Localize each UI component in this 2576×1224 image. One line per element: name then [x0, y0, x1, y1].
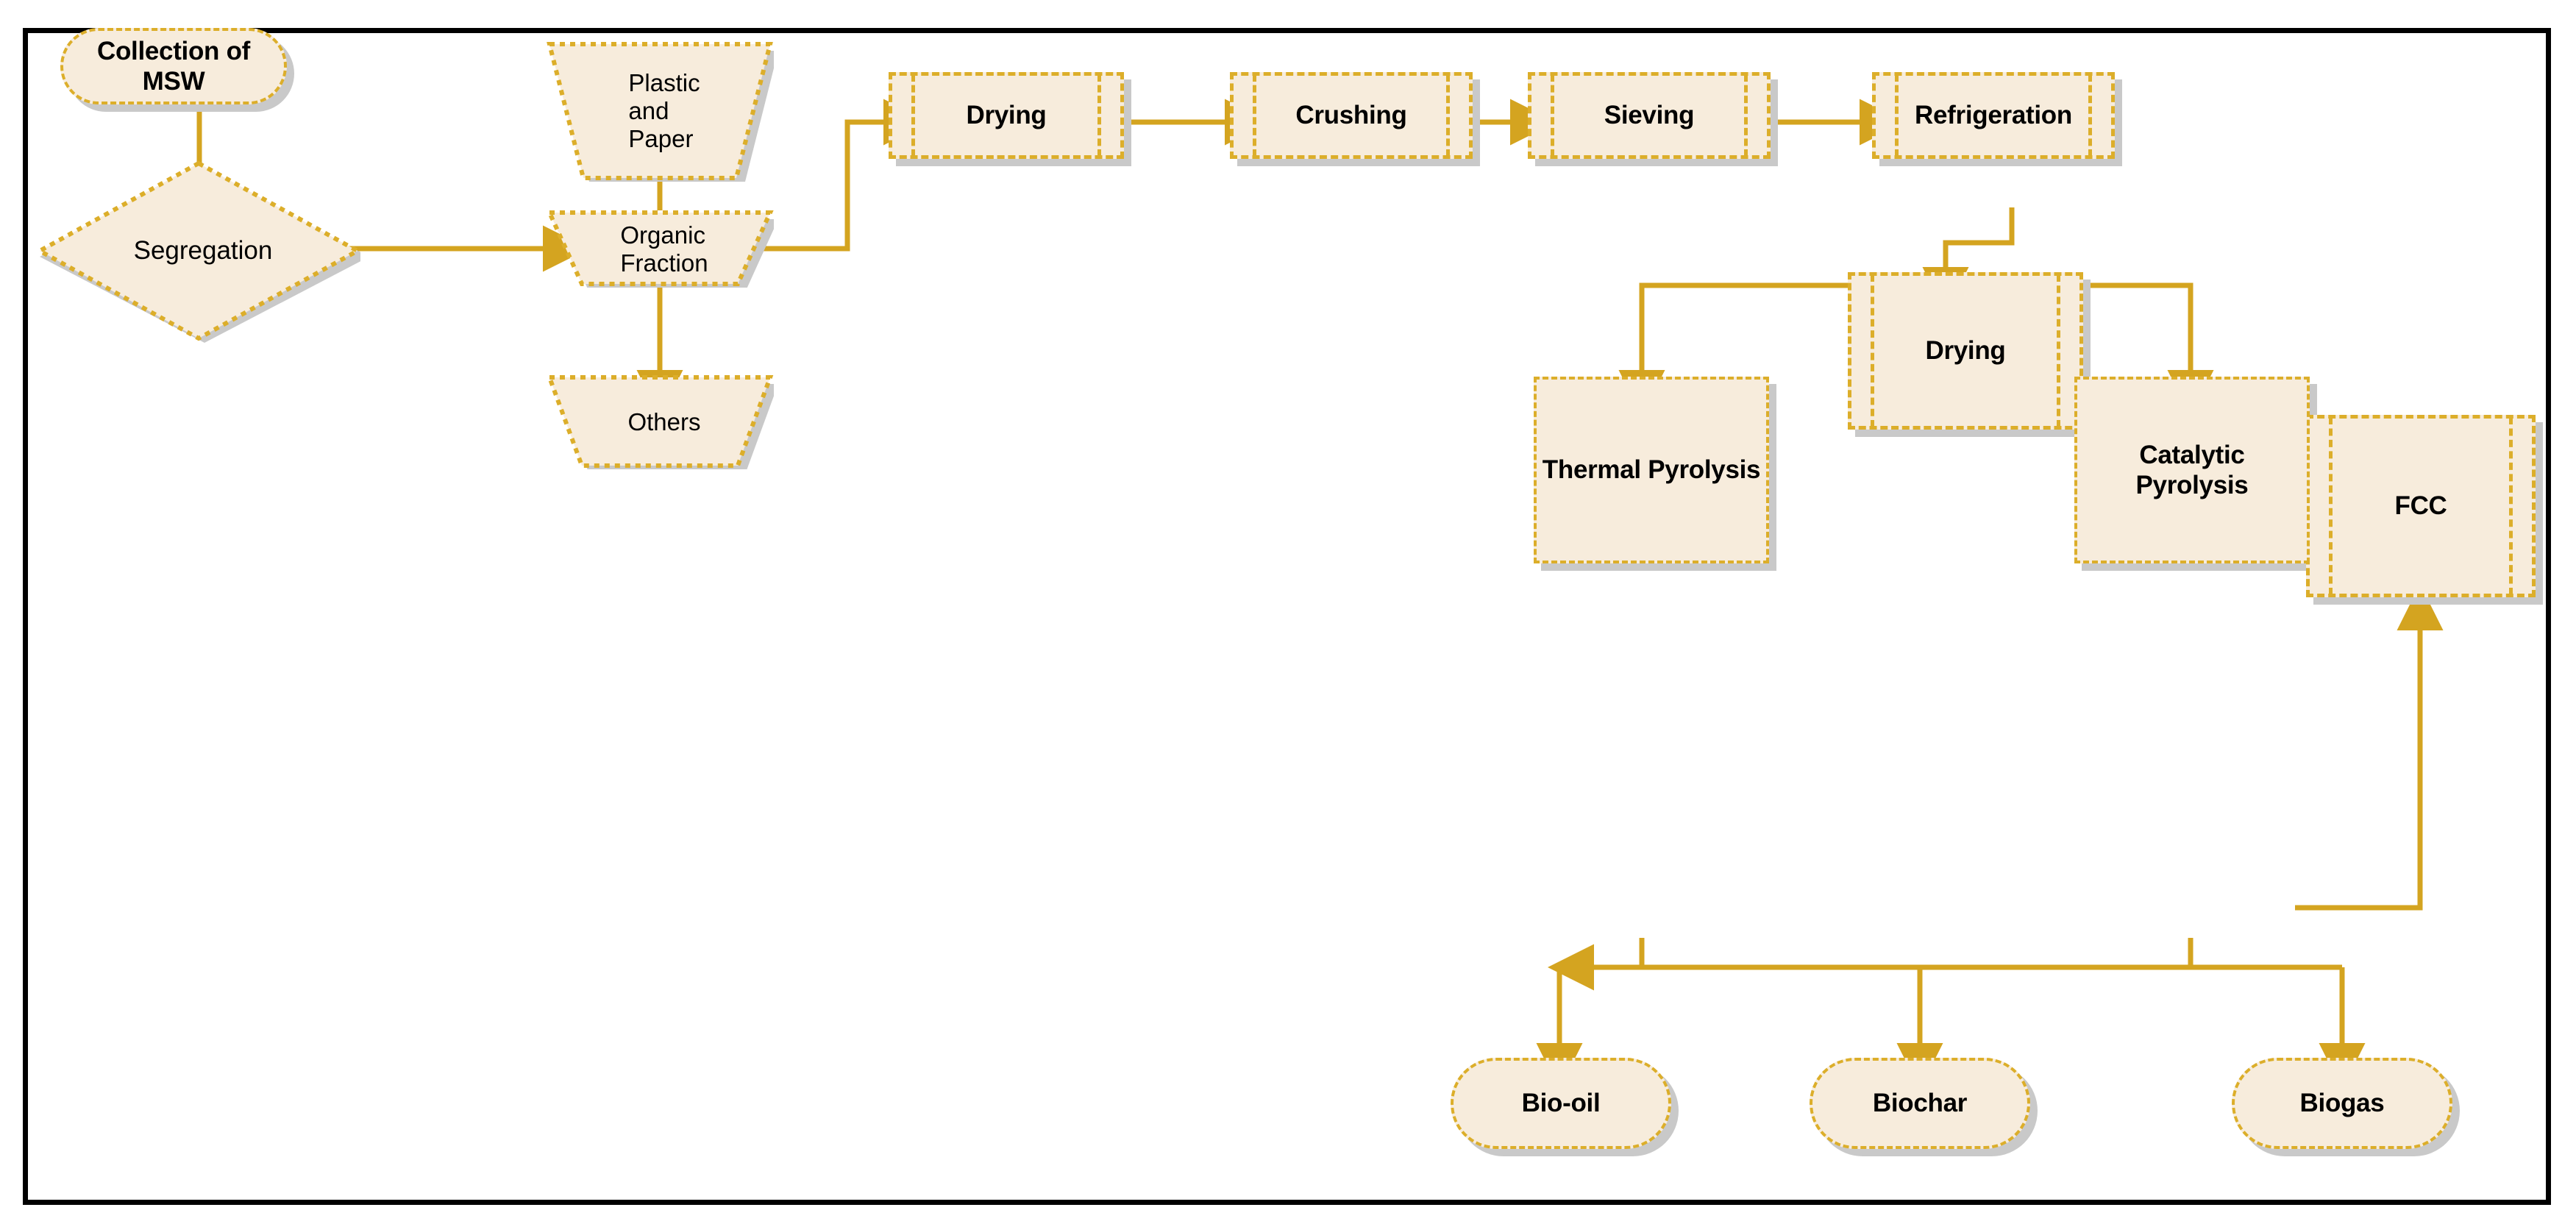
trapezoid-shape: [546, 210, 774, 288]
diagram-frame-border: [23, 28, 2551, 1205]
node-biochar[interactable]: Biochar: [1810, 1058, 2030, 1149]
node-catalytic-pyrolysis[interactable]: Catalytic Pyrolysis: [2074, 377, 2310, 563]
node-label-drying-1: Drying: [966, 101, 1047, 130]
node-drying-2[interactable]: Drying: [1848, 272, 2083, 430]
node-thermal-pyrolysis[interactable]: Thermal Pyrolysis: [1534, 377, 1769, 563]
node-label-fcc: FCC: [2394, 491, 2447, 521]
node-segregation[interactable]: Segregation: [37, 159, 360, 343]
node-bio-oil[interactable]: Bio-oil: [1451, 1058, 1671, 1149]
node-label-drying-2: Drying: [1925, 336, 2006, 366]
node-biogas[interactable]: Biogas: [2232, 1058, 2452, 1149]
node-label-plastic-paper: Plastic and Paper: [628, 69, 700, 152]
node-label-sieving: Sieving: [1604, 101, 1695, 130]
node-plastic-and-paper[interactable]: Plastic and Paper: [546, 40, 774, 182]
node-label-crushing: Crushing: [1295, 101, 1407, 130]
node-label-biogas: Biogas: [2299, 1089, 2385, 1118]
node-label-refrigeration: Refrigeration: [1915, 101, 2072, 130]
node-collection-of-msw[interactable]: Collection of MSW: [60, 28, 287, 104]
node-fcc[interactable]: FCC: [2306, 415, 2536, 597]
node-crushing[interactable]: Crushing: [1230, 72, 1473, 159]
node-label-organic-fraction: Organic Fraction: [620, 221, 708, 277]
node-organic-fraction[interactable]: Organic Fraction: [546, 210, 774, 288]
node-label-collection: Collection of MSW: [96, 36, 251, 96]
node-label-segregation: Segregation: [133, 236, 273, 265]
trapezoid-shape: [546, 375, 774, 469]
node-label-catalytic-pyrolysis: Catalytic Pyrolysis: [2135, 440, 2249, 499]
node-label-others: Others: [627, 408, 701, 435]
node-refrigeration[interactable]: Refrigeration: [1872, 72, 2115, 159]
node-drying-1[interactable]: Drying: [889, 72, 1124, 159]
node-label-thermal-pyrolysis: Thermal Pyrolysis: [1542, 455, 1761, 485]
node-label-bio-oil: Bio-oil: [1521, 1089, 1601, 1118]
node-sieving[interactable]: Sieving: [1528, 72, 1771, 159]
node-others[interactable]: Others: [546, 375, 774, 469]
node-label-biochar: Biochar: [1872, 1089, 1968, 1118]
